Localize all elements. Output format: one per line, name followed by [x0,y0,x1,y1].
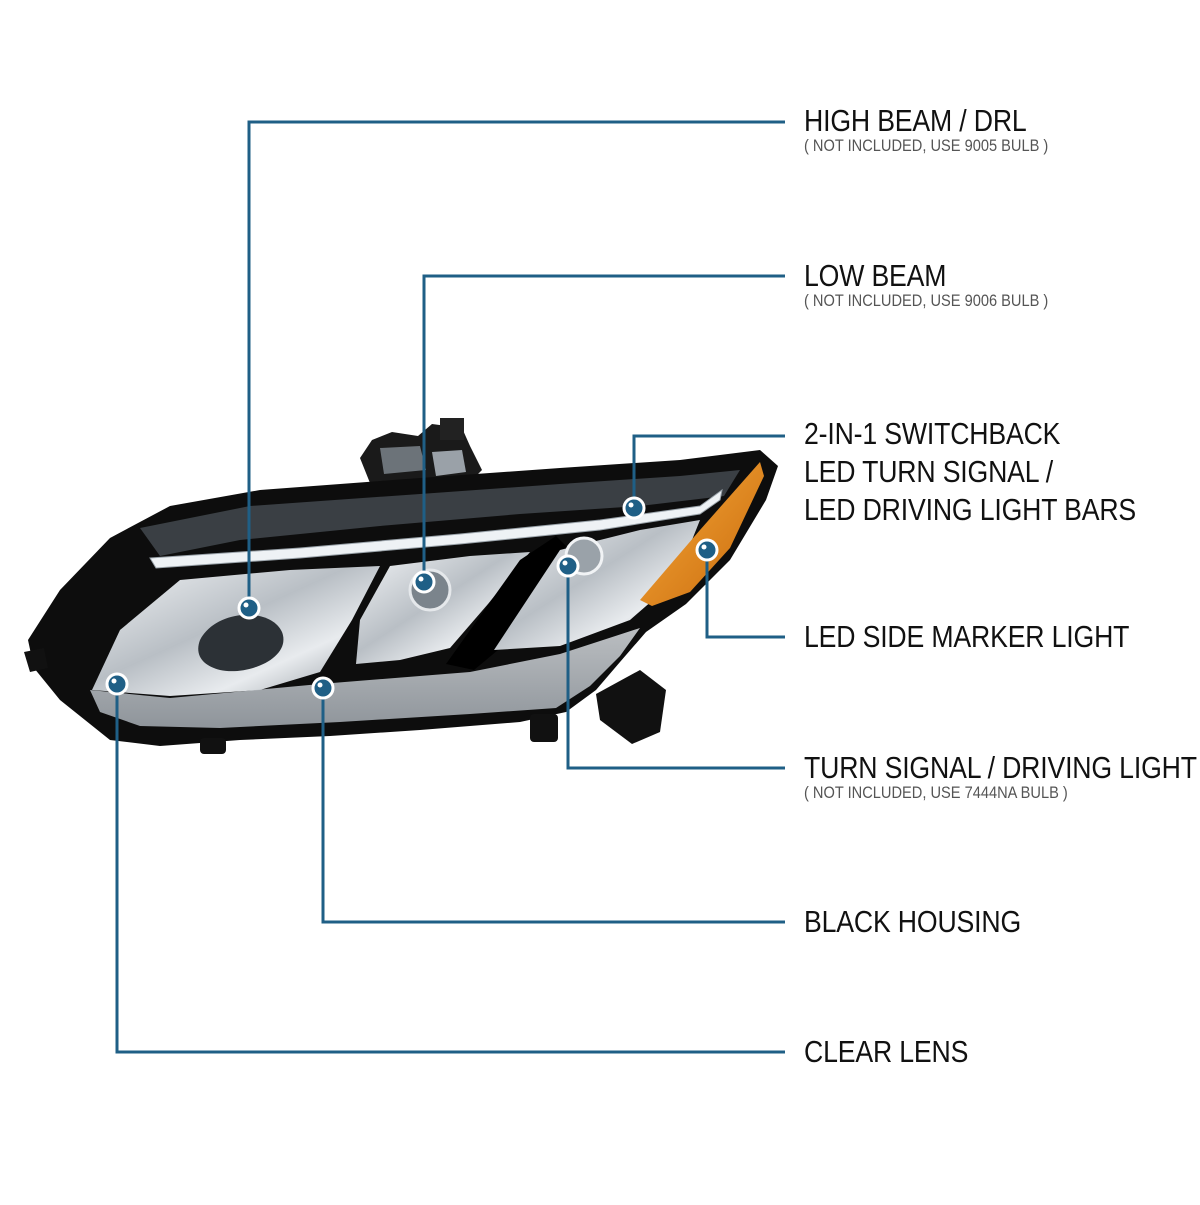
dot-turn-signal [556,554,580,578]
callout-title: LOW BEAM [804,258,947,293]
dot-low-beam [412,570,436,594]
callout-note: ( NOT INCLUDED, USE 9005 BULB ) [804,136,1049,155]
upper-lens [140,470,740,556]
leader-clear-lens [115,684,785,1054]
rear-bracket [360,418,482,488]
mounting-tabs [24,648,666,754]
dot-high-beam [237,596,261,620]
callout-note: ( NOT INCLUDED, USE 7444NA BULB ) [804,783,1068,802]
leader-side-marker [705,550,785,639]
callout-black-housing: BLACK HOUSING [804,903,1056,941]
led-light-bar [149,488,723,569]
leader-lines [115,120,785,1054]
dot-black-housing [311,676,335,700]
callout-title: TURN SIGNAL / DRIVING LIGHT [804,750,1197,785]
leader-low-beam [422,274,785,582]
callout-low-beam: LOW BEAM ( NOT INCLUDED, USE 9006 BULB ) [804,257,1088,311]
leader-switchback [632,434,785,508]
dot-side-marker [695,538,719,562]
callout-high-beam-drl: HIGH BEAM / DRL ( NOT INCLUDED, USE 9005… [804,102,1088,156]
turn-signal-reflector [494,520,700,650]
callout-switchback: 2-IN-1 SWITCHBACK LED TURN SIGNAL / LED … [804,415,1190,529]
callout-title: LED SIDE MARKER LIGHT [804,619,1130,654]
dot-clear-lens [105,672,129,696]
leader-turn-signal [566,566,785,770]
callout-title: CLEAR LENS [804,1034,969,1069]
callout-title: BLACK HOUSING [804,904,1022,939]
lower-lens-strip [90,628,640,728]
housing-divider [446,536,566,670]
leader-black-housing [321,688,785,924]
low-beam-reflector [356,552,530,664]
callout-dots [105,496,719,700]
callout-turn-signal: TURN SIGNAL / DRIVING LIGHT ( NOT INCLUD… [804,749,1200,803]
callout-title-line: LED DRIVING LIGHT BARS [804,492,1137,527]
callout-title: HIGH BEAM / DRL [804,103,1027,138]
callout-clear-lens: CLEAR LENS [804,1033,995,1071]
callout-note: ( NOT INCLUDED, USE 9006 BULB ) [804,291,1049,310]
callout-title-line: 2-IN-1 SWITCHBACK [804,416,1061,451]
amber-side-marker [640,462,764,606]
dot-switchback [622,496,646,520]
callout-side-marker: LED SIDE MARKER LIGHT [804,618,1182,656]
leader-high-beam [247,120,785,608]
callout-title-line: LED TURN SIGNAL / [804,454,1053,489]
